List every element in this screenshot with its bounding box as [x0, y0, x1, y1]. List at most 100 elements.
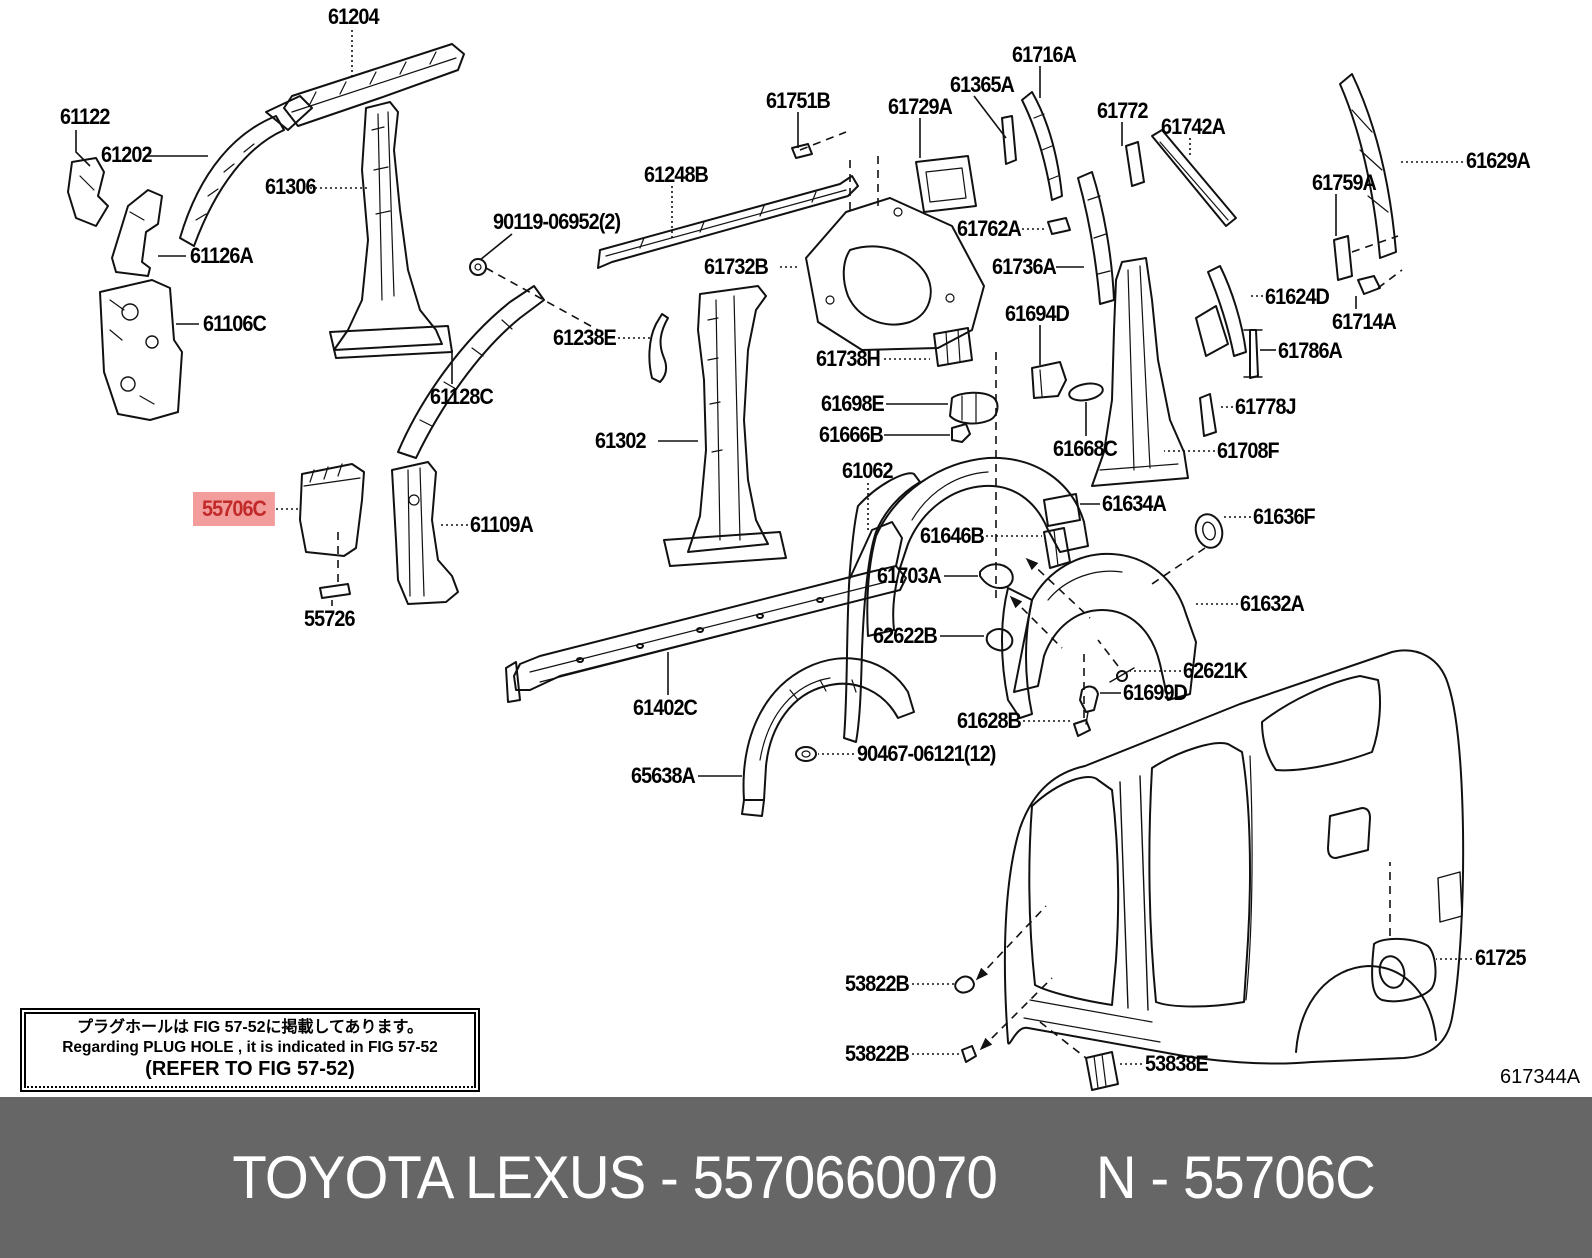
part-label-61694D: 61694D: [1005, 301, 1070, 326]
part-label-61716A: 61716A: [1012, 42, 1077, 67]
plug-hole-note-box: プラグホールは FIG 57-52に掲載してあります。 Regarding PL…: [20, 1008, 480, 1093]
part-label-61699D: 61699D: [1123, 680, 1188, 705]
part-drawing-bracket-61698E: [949, 391, 999, 425]
note-line-japanese: プラグホールは FIG 57-52に掲載してあります。: [77, 1019, 423, 1036]
part-label-61714A: 61714A: [1332, 309, 1397, 334]
assembly-dashed-lines: [337, 131, 1403, 1059]
part-drawing-quarter-pillar-61629A: [1339, 73, 1397, 259]
part-label-61365A: 61365A: [950, 72, 1015, 97]
part-label-61062: 61062: [842, 458, 893, 483]
part-label-61778J: 61778J: [1235, 394, 1297, 419]
part-label-61708F: 61708F: [1217, 438, 1280, 463]
part-drawing-quarter-pillar-lower-61708F: [1091, 257, 1189, 487]
part-drawing-quarter-inner-61732B: [805, 197, 985, 351]
part-drawing-clip-53822B-lower: [961, 1045, 977, 1063]
part-drawing-gusset-61729A: [915, 155, 977, 213]
part-label-61126A: 61126A: [190, 243, 254, 268]
part-drawing-wheel-arch-65638A: [741, 657, 915, 817]
part-label-61666B: 61666B: [819, 422, 884, 447]
part-label-61738H: 61738H: [816, 346, 881, 371]
leader-lines: [75, 30, 1472, 1065]
part-drawing-rocker-panel-61402C: [505, 521, 907, 703]
part-drawing-bolt-90119: [469, 258, 487, 276]
part-drawing-strip-61772: [1125, 141, 1145, 187]
part-drawing-rod-61786A: [1243, 329, 1263, 379]
diagram-code: 617344A: [1500, 1066, 1581, 1088]
part-label-61238E: 61238E: [553, 325, 617, 350]
part-label-61106C: 61106C: [203, 311, 267, 336]
part-label-61668C: 61668C: [1053, 436, 1118, 461]
part-drawing-roof-side-rail-61204: [283, 43, 465, 127]
footer-reference-number: N - 55706C: [1096, 1144, 1376, 1211]
part-label-61636F: 61636F: [1253, 504, 1316, 529]
part-drawing-wheelhouse-outer-61632A: [1001, 552, 1197, 719]
part-drawing-rail-61742A: [1151, 129, 1237, 227]
part-label-61742A: 61742A: [1161, 114, 1226, 139]
part-label-61306: 61306: [265, 174, 316, 199]
part-drawing-front-pillar-outer-61128C: [397, 285, 545, 459]
part-drawing-clip-61666B: [951, 423, 971, 443]
part-drawing-pillar-strip-61716A: [1021, 91, 1063, 201]
part-drawing-hinge-pillar-61106C: [99, 279, 183, 421]
part-label-61772: 61772: [1097, 98, 1148, 123]
part-drawing-grommet-90467: [795, 746, 817, 762]
part-drawing-clip-61699D: [1079, 685, 1099, 725]
part-drawing-bracket-62622B: [985, 628, 1014, 652]
part-label-61624D: 61624D: [1265, 284, 1330, 309]
part-drawing-clip-61628B: [1073, 719, 1091, 737]
part-drawing-strip-61759A: [1333, 235, 1353, 281]
part-drawing-front-pillar-inner-61306: [329, 101, 453, 359]
part-drawing-fuel-lid-pocket-61725: [1371, 938, 1437, 1003]
part-label-65638A: 65638A: [631, 763, 696, 788]
part-drawing-cowl-side-61126A: [111, 189, 163, 277]
part-label-61732B: 61732B: [704, 254, 769, 279]
part-label-55706C-highlighted: 55706C: [193, 492, 275, 526]
part-drawing-strip-61365A: [1001, 115, 1017, 165]
part-drawing-bracket-61694D: [1031, 361, 1067, 399]
part-drawing-cowl-top-side-55706C: [299, 463, 365, 557]
part-label-61762A: 61762A: [957, 216, 1022, 241]
part-drawing-reinforcement-61238E: [648, 313, 669, 383]
part-label-55726: 55726: [304, 606, 355, 631]
part-drawing-wheelhouse-inner-61062: [843, 456, 1089, 743]
part-label-61629A: 61629A: [1466, 148, 1531, 173]
part-drawing-bracket-61634A: [1043, 493, 1081, 527]
part-label-90467-06121: 90467-06121(12): [857, 741, 996, 766]
part-drawing-bracket-53838E: [1085, 1051, 1119, 1091]
part-drawing-clip-53822B-upper: [954, 975, 975, 994]
part-label-62621K: 62621K: [1183, 658, 1248, 683]
part-drawing-bracket-61738H: [933, 327, 973, 367]
note-line-english: Regarding PLUG HOLE , it is indicated in…: [62, 1039, 438, 1056]
part-drawing-clip-61751B: [791, 143, 813, 159]
part-drawing-shim-55726: [319, 583, 351, 599]
part-label-61646B: 61646B: [920, 523, 985, 548]
part-label-61703A: 61703A: [877, 563, 942, 588]
part-label-61759A: 61759A: [1312, 170, 1377, 195]
part-label-61634A: 61634A: [1102, 491, 1167, 516]
part-label-53838E: 53838E: [1145, 1051, 1209, 1076]
part-label-90119-06952: 90119-06952(2): [493, 209, 621, 234]
footer-brand-part-number: TOYOTA LEXUS - 5570660070: [232, 1144, 997, 1211]
part-drawing-grommet-61636F: [1194, 513, 1224, 549]
part-label-61632A: 61632A: [1240, 591, 1305, 616]
part-label-62622B: 62622B: [873, 623, 938, 648]
part-drawing-body-side-shell: [1003, 649, 1465, 1065]
part-drawing-sail-panel-61624D: [1195, 265, 1247, 357]
part-label-61736A: 61736A: [992, 254, 1057, 279]
part-drawing-pillar-lower-61109A: [391, 461, 459, 605]
part-label-61128C: 61128C: [430, 384, 494, 409]
part-drawing-clip-61714A: [1357, 275, 1381, 295]
part-label-61248B: 61248B: [644, 162, 709, 187]
part-label-53822B-upper: 53822B: [845, 971, 910, 996]
part-drawing-shim-61668C: [1068, 382, 1104, 402]
part-drawing-roof-rail-inner-61248B: [597, 175, 859, 269]
part-label-61204: 61204: [328, 4, 379, 29]
part-label-61751B: 61751B: [766, 88, 831, 113]
part-label-53822B-lower: 53822B: [845, 1041, 910, 1066]
part-label-61302: 61302: [595, 428, 646, 453]
part-drawing-windshield-header-61202: [179, 95, 313, 247]
part-label-61725: 61725: [1475, 945, 1526, 970]
part-drawing-bracket-61122: [67, 157, 109, 227]
part-drawing-center-pillar-61302: [663, 285, 787, 567]
